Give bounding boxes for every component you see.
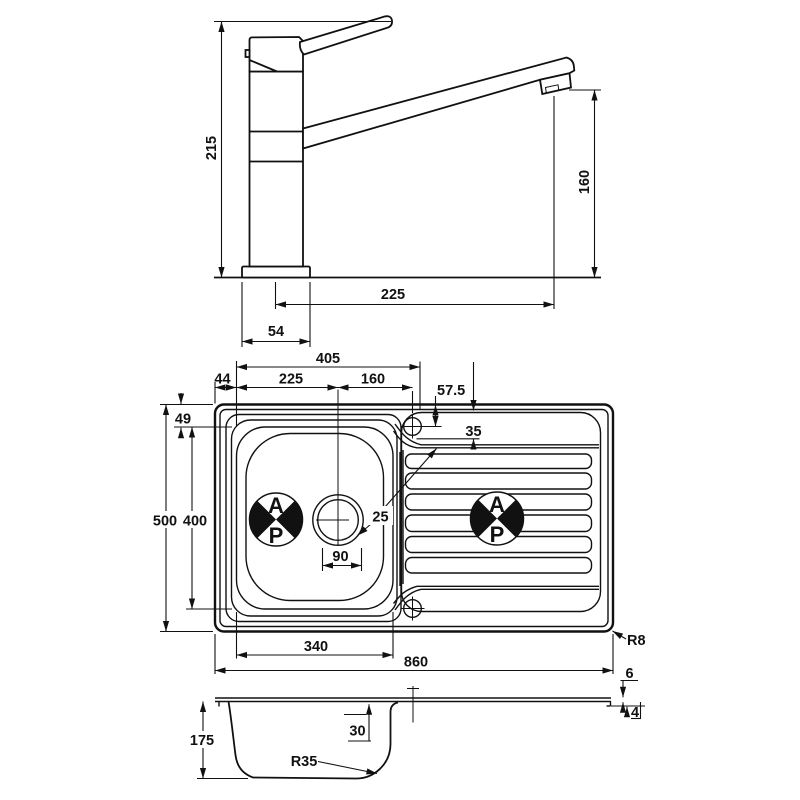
registration-mark-left: A P xyxy=(248,492,304,548)
label-bg xyxy=(368,506,393,525)
dim-405-label: 405 xyxy=(316,351,340,367)
dim-57-5-label: 57.5 xyxy=(437,383,465,399)
drainer-top-edge-1 xyxy=(394,423,599,446)
dim-4-label: 4 xyxy=(631,705,639,721)
sink-section-view: 175 30 R35 6 4 xyxy=(187,666,645,780)
tap-aerator-notch xyxy=(544,84,560,94)
dim-tap-base-width-label: 54 xyxy=(268,324,284,340)
label-bg xyxy=(187,731,218,748)
dim-500-label: 500 xyxy=(153,514,177,530)
registration-letter-p: P xyxy=(490,522,505,547)
sink-outer-edge xyxy=(213,403,615,633)
dim-30-label: 30 xyxy=(349,724,365,740)
dim-860-label: 860 xyxy=(404,655,428,671)
leader-25-up xyxy=(384,448,437,508)
tap-base xyxy=(241,265,311,279)
bowl-contour-2 xyxy=(230,419,398,617)
dim-400-label: 400 xyxy=(183,514,207,530)
dim-r35-label: R35 xyxy=(291,754,318,770)
tap-body xyxy=(248,70,304,268)
label-bg xyxy=(328,548,353,563)
dim-175-label: 175 xyxy=(190,733,214,749)
dim-25-label: 25 xyxy=(372,510,388,526)
sink-inner-rim xyxy=(219,408,609,628)
leader-r35 xyxy=(317,760,378,775)
tap-handle xyxy=(298,15,393,56)
drainer-bottom-edge-2 xyxy=(392,585,599,604)
dim-225-label: 225 xyxy=(279,372,303,388)
dim-340-label: 340 xyxy=(304,639,328,655)
dim-6-label: 6 xyxy=(625,666,633,682)
tap-head xyxy=(248,36,304,73)
drainer-panel xyxy=(400,411,602,613)
tap-head-detail-line xyxy=(249,59,278,73)
dim-35-label: 35 xyxy=(465,424,481,440)
label-bg xyxy=(149,511,182,528)
drainer-groove xyxy=(404,556,593,574)
dim-49-label: 49 xyxy=(175,412,191,428)
dim-90-label: 90 xyxy=(332,549,348,565)
section-bowl-profile xyxy=(227,701,399,780)
drainer-groove xyxy=(404,472,593,490)
leader-r8 xyxy=(612,630,627,640)
dim-160-label: 160 xyxy=(361,372,385,388)
registration-letter-a: A xyxy=(489,492,505,517)
dim-tap-height-label: 215 xyxy=(204,136,220,160)
tap-aerator xyxy=(538,72,572,96)
label-bg xyxy=(171,410,195,426)
registration-mark-right: A P xyxy=(469,491,525,547)
tap-head-notch xyxy=(244,49,251,58)
tap-elevation-view: 215 160 225 54 xyxy=(204,15,601,347)
registration-letter-a: A xyxy=(268,493,284,518)
tap-hole-bottom xyxy=(400,596,425,621)
drainer-groove xyxy=(404,453,593,470)
drainer-bottom-edge-1 xyxy=(394,588,599,611)
leader-25-down xyxy=(357,523,372,536)
dim-44-label: 44 xyxy=(214,372,230,388)
dim-r8-label: R8 xyxy=(627,633,646,649)
drainer-top-edge-2 xyxy=(392,430,599,449)
dim-tap-reach-label: 225 xyxy=(381,287,405,303)
registration-letter-p: P xyxy=(269,523,284,548)
label-bg xyxy=(180,511,210,528)
sink-plan-view: A P A P 405 44 225 160 57.5 35 xyxy=(149,351,646,674)
dim-tap-outlet-height-label: 160 xyxy=(577,170,593,194)
